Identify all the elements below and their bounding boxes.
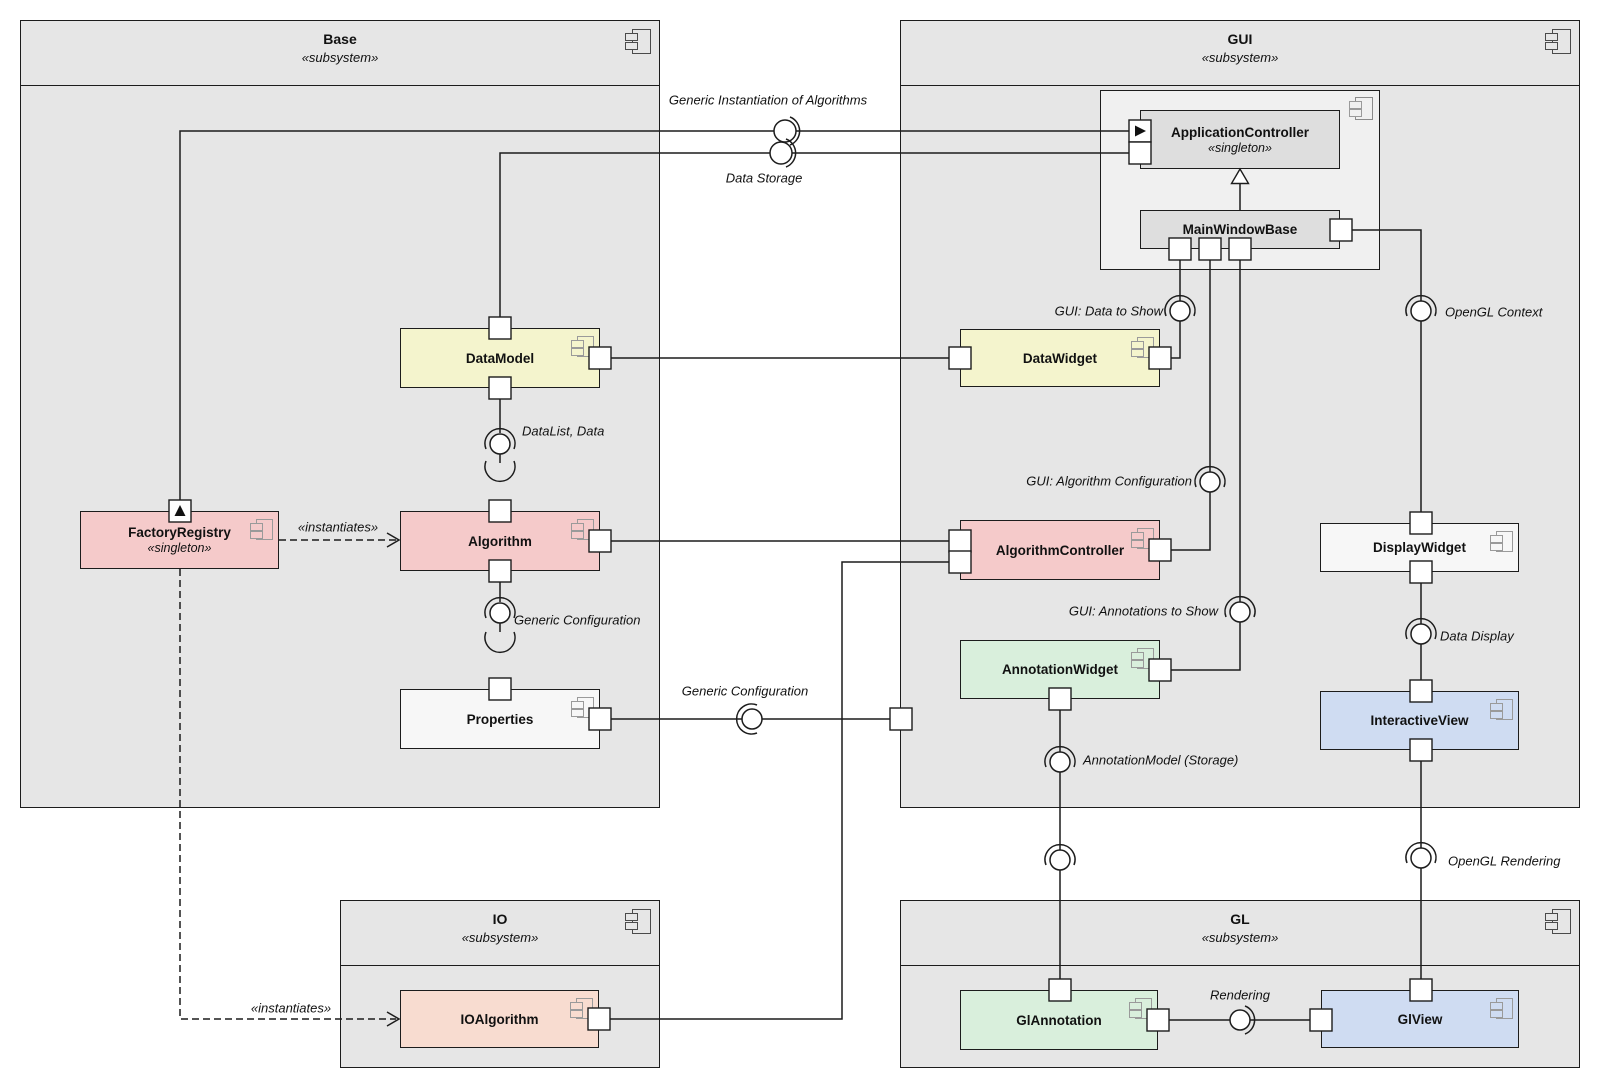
subsystem-gl-stereotype: «subsystem» [1201, 930, 1279, 945]
component-icon [625, 909, 651, 934]
label-data-display: Data Display [1440, 628, 1514, 644]
label-gui-algorithm-configuration: GUI: Algorithm Configuration [1026, 473, 1192, 489]
subsystem-gui-header: GUI «subsystem» [901, 21, 1579, 86]
component-name: GlAnnotation [1016, 1012, 1102, 1028]
component-data-model[interactable]: DataModel [400, 328, 600, 388]
component-gl-annotation[interactable]: GlAnnotation [960, 990, 1158, 1050]
component-name: AnnotationWidget [1001, 662, 1119, 677]
component-icon [1490, 998, 1513, 1019]
subsystem-gui-name: GUI [1227, 31, 1253, 47]
component-stereotype: «singleton» [1208, 140, 1272, 155]
label-gui-data-to-show: GUI: Data to Show [1054, 303, 1163, 319]
component-icon [1131, 528, 1154, 549]
label-opengl-context: OpenGL Context [1445, 304, 1543, 320]
component-icon [1545, 909, 1571, 934]
label-annotation-model: AnnotationModel (Storage) [1083, 752, 1239, 768]
label-generic-configuration-properties: Generic Configuration [681, 683, 809, 699]
subsystem-io-stereotype: «subsystem» [461, 930, 539, 945]
component-name: DataWidget [1022, 350, 1098, 366]
subsystem-gl-name: GL [1230, 911, 1250, 927]
component-gl-view[interactable]: GlView [1321, 990, 1519, 1048]
connector-ioalgorithm-algorithmcontroller [610, 561, 949, 1020]
subsystem-io-header: IO «subsystem» [341, 901, 659, 966]
component-icon [1129, 998, 1152, 1019]
component-icon [570, 998, 593, 1019]
label-opengl-rendering: OpenGL Rendering [1448, 853, 1561, 869]
component-annotation-widget[interactable]: AnnotationWidget [960, 640, 1160, 699]
component-name: Algorithm [468, 533, 532, 549]
component-name: InteractiveView [1370, 713, 1469, 728]
component-name: ApplicationController [1171, 124, 1309, 140]
component-name: DataModel [465, 350, 535, 366]
component-algorithm-controller[interactable]: AlgorithmController [960, 520, 1160, 580]
label-gui-annotations-to-show: GUI: Annotations to Show [1068, 603, 1218, 619]
component-icon [1131, 337, 1154, 358]
component-display-widget[interactable]: DisplayWidget [1320, 523, 1519, 572]
subsystem-io-name: IO [492, 911, 508, 927]
label-datalist-data: DataList, Data [522, 423, 605, 439]
component-interactive-view[interactable]: InteractiveView [1320, 691, 1519, 750]
component-name: GlView [1397, 1011, 1443, 1027]
component-properties[interactable]: Properties [400, 689, 600, 749]
component-algorithm[interactable]: Algorithm [400, 511, 600, 571]
component-icon [250, 519, 273, 540]
subsystem-base-stereotype: «subsystem» [301, 50, 379, 65]
label-generic-configuration-algorithm: Generic Configuration [514, 612, 641, 628]
component-icon [1490, 531, 1513, 552]
subsystem-gui-stereotype: «subsystem» [1201, 50, 1279, 65]
label-instantiates-algorithm: «instantiates» [297, 519, 379, 535]
component-name: FactoryRegistry [128, 525, 231, 540]
component-icon [1545, 29, 1571, 54]
label-instantiates-io: «instantiates» [250, 1000, 332, 1016]
label-generic-instantiation: Generic Instantiation of Algorithms [668, 92, 868, 108]
component-name: MainWindowBase [1182, 222, 1298, 237]
subsystem-base-header: Base «subsystem» [21, 21, 659, 86]
component-data-widget[interactable]: DataWidget [960, 329, 1160, 387]
component-application-controller[interactable]: ApplicationController «singleton» [1140, 110, 1340, 169]
component-factory-registry[interactable]: FactoryRegistry «singleton» [80, 511, 279, 569]
label-data-storage: Data Storage [725, 170, 803, 186]
component-name: Properties [466, 711, 534, 727]
label-rendering: Rendering [1210, 987, 1270, 1003]
component-name: IOAlgorithm [460, 1011, 539, 1027]
component-icon [571, 336, 594, 357]
component-io-algorithm[interactable]: IOAlgorithm [400, 990, 599, 1048]
component-name: AlgorithmController [995, 542, 1125, 558]
subsystem-base-name: Base [323, 31, 357, 47]
component-icon [625, 29, 651, 54]
component-icon [571, 519, 594, 540]
component-icon [571, 697, 594, 718]
component-icon [1131, 648, 1154, 669]
component-icon [1490, 699, 1513, 720]
component-name: DisplayWidget [1373, 540, 1466, 555]
component-main-window-base[interactable]: MainWindowBase [1140, 210, 1340, 249]
component-icon [1349, 97, 1373, 120]
subsystem-gl-header: GL «subsystem» [901, 901, 1579, 966]
component-stereotype: «singleton» [147, 541, 212, 555]
